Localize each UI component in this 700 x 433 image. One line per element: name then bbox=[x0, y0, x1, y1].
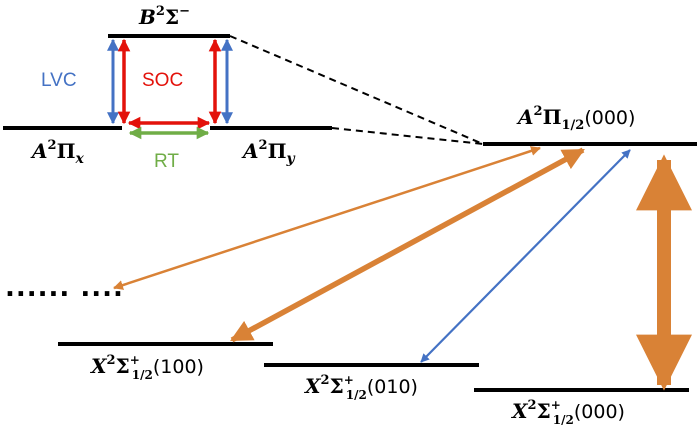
label-a-pi-x: A2Πx bbox=[30, 138, 84, 167]
connector-top bbox=[229, 35, 484, 145]
lvc-label: LVC bbox=[41, 70, 77, 91]
label-x-010: X2Σ+1/2(010) bbox=[303, 373, 418, 402]
label-x-100: X2Σ+1/2(100) bbox=[89, 353, 204, 382]
label-x-000: X2Σ+1/2(000) bbox=[510, 398, 625, 427]
label-b-sigma: B2Σ− bbox=[138, 4, 190, 29]
rt-label: RT bbox=[154, 151, 179, 172]
label-a-pi-half: A2Π1/2(000) bbox=[516, 104, 635, 133]
label-a-pi-y: A2Πy bbox=[241, 138, 295, 167]
decay-arrow-x-100 bbox=[230, 147, 585, 343]
higher-levels-ellipsis: ...... .... bbox=[5, 273, 124, 303]
decay-arrow-x-010 bbox=[420, 149, 631, 363]
soc-label: SOC bbox=[142, 70, 183, 91]
connector-bottom bbox=[331, 127, 484, 145]
